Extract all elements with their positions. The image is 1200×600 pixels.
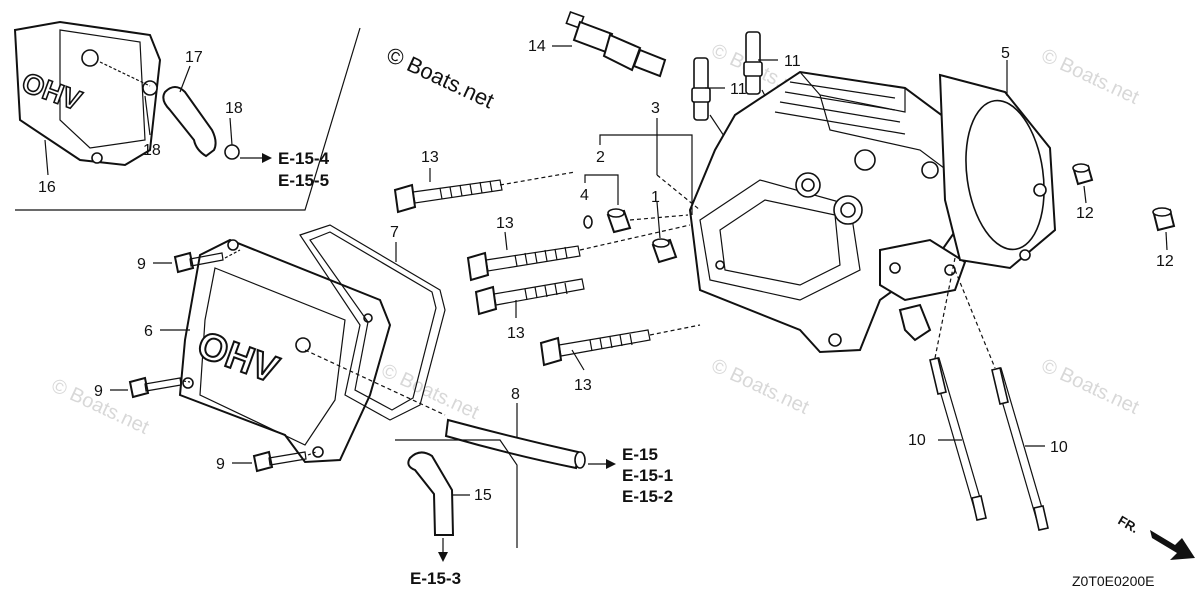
long-stud <box>991 367 1049 531</box>
cover-bolt <box>128 376 182 399</box>
dowel-pin <box>606 208 632 234</box>
callout-13: 13 <box>574 377 592 394</box>
callout-9: 9 <box>216 456 225 473</box>
cover-gasket <box>299 224 446 421</box>
cylinder-head <box>688 70 977 354</box>
callout-8: 8 <box>511 386 520 403</box>
callout-14: 14 <box>528 38 546 55</box>
ref-e-15-3[interactable]: E-15-3 <box>410 569 461 588</box>
ref-e-15-4[interactable]: E-15-4 <box>278 149 330 168</box>
callout-12: 12 <box>1156 253 1174 270</box>
breather-tube <box>444 418 580 470</box>
callout-18: 18 <box>225 100 243 117</box>
head-bolt <box>474 278 585 316</box>
watermark-faint: © Boats.net <box>708 355 813 419</box>
cover-bolt <box>252 450 307 473</box>
callout-9: 9 <box>137 256 146 273</box>
ref-e-15[interactable]: E-15 <box>622 445 658 464</box>
dowel-pin <box>1152 207 1176 232</box>
callout-2: 2 <box>596 149 605 166</box>
callout-7: 7 <box>390 224 399 241</box>
breather-tube <box>162 86 217 158</box>
front-direction-arrow: FR. <box>1116 513 1195 560</box>
watermark-faint: © Boats.net <box>378 360 483 424</box>
callout-9: 9 <box>94 383 103 400</box>
callout-1: 1 <box>651 189 660 206</box>
callout-11: 11 <box>784 53 801 70</box>
tube-end <box>574 451 586 469</box>
spark-plug <box>565 10 667 78</box>
long-stud <box>929 357 987 521</box>
callout-11: 11 <box>730 81 747 98</box>
separator-line <box>395 439 518 548</box>
callout-18: 18 <box>143 142 161 159</box>
callout-5: 5 <box>1001 45 1010 62</box>
inset-frame <box>15 27 361 211</box>
callout-15: 15 <box>474 487 492 504</box>
hose-clip <box>224 144 240 160</box>
head-gasket <box>938 73 1057 270</box>
diagram-code: Z0T0E0200E <box>1072 573 1155 589</box>
callout-6: 6 <box>144 323 153 340</box>
callout-13: 13 <box>507 325 525 342</box>
callout-3: 3 <box>651 100 660 117</box>
callout-bracket <box>599 134 693 215</box>
callout-bracket <box>584 174 619 205</box>
inset-head-cover: OHV <box>13 20 162 167</box>
callout-13: 13 <box>421 149 439 166</box>
callout-10: 10 <box>1050 439 1068 456</box>
head-bolt <box>393 179 503 214</box>
ref-e-15-2[interactable]: E-15-2 <box>622 487 673 506</box>
watermark-faint: © Boats.net <box>1038 45 1143 109</box>
o-ring <box>583 215 593 229</box>
hose-clip <box>142 80 158 96</box>
callout-13: 13 <box>496 215 514 232</box>
callout-16: 16 <box>38 179 56 196</box>
dowel-pin <box>1072 163 1094 186</box>
ref-e-15-1[interactable]: E-15-1 <box>622 466 673 485</box>
callout-17: 17 <box>185 49 203 66</box>
head-bolt <box>466 245 581 282</box>
callout-10: 10 <box>908 432 926 449</box>
head-bolt <box>539 329 651 367</box>
stud-bolt <box>743 31 763 95</box>
callout-12: 12 <box>1076 205 1094 222</box>
watermark-faint: © Boats.net <box>1038 355 1143 419</box>
front-direction-label: FR. <box>1116 513 1142 536</box>
cover-bolt <box>173 251 224 274</box>
callout-4: 4 <box>580 187 589 204</box>
ref-e-15-5[interactable]: E-15-5 <box>278 171 329 190</box>
watermark: © Boats.net <box>383 42 498 113</box>
stud-bolt <box>691 57 711 121</box>
breather-tube-bent <box>407 451 455 536</box>
head-cover: OHV <box>178 238 392 464</box>
dowel-pin <box>651 238 678 264</box>
